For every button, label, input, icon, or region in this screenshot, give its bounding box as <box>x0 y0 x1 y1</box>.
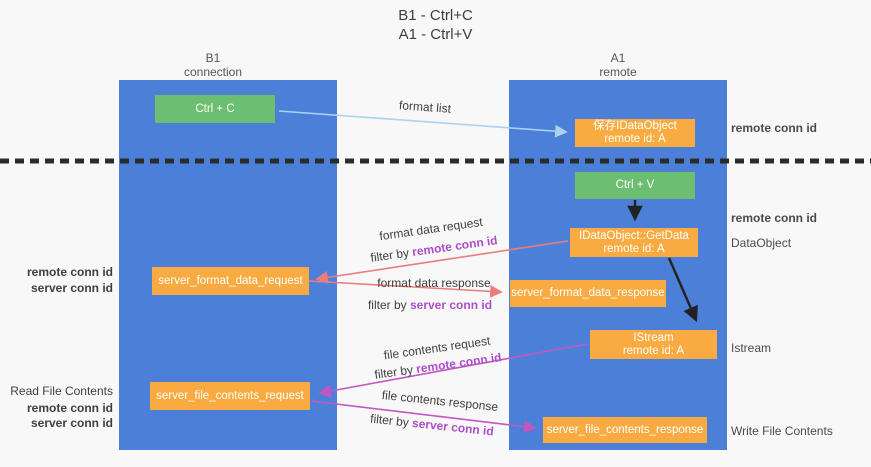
node-idataobject-getdata: IDataObject::GetData remote id: A <box>570 228 698 257</box>
right-column-header: A1 remote <box>528 51 708 79</box>
node-server-format-data-request-label: server_format_data_request <box>158 274 303 287</box>
edge-label-filter-format-response: filter by server conn id <box>368 298 492 312</box>
filter-by-text: filter by <box>369 411 413 430</box>
node-server-file-contents-request: server_file_contents_request <box>150 382 310 410</box>
node-ctrl-c: Ctrl + C <box>155 95 275 123</box>
edge-label-file-contents-response: file contents response <box>381 387 499 415</box>
annotation-dataobject: DataObject <box>731 236 792 250</box>
node-server-format-data-request: server_format_data_request <box>152 267 309 295</box>
node-ctrl-v: Ctrl + V <box>575 172 695 199</box>
node-server-file-contents-response: server_file_contents_response <box>543 417 707 443</box>
node-save-idataobject-line1: 保存IDataObject <box>593 120 677 132</box>
annotation-remote-conn-id-mid: remote conn id <box>731 211 818 225</box>
annotation-left-remote-conn-id-1: remote conn id <box>26 265 113 279</box>
server-conn-id-text: server conn id <box>411 415 495 439</box>
node-istream-line1: IStream <box>633 331 674 344</box>
annotation-write-file-contents: Write File Contents <box>731 424 833 438</box>
node-server-format-data-response-label: server_format_data_response <box>511 287 665 299</box>
left-column-subtitle: connection <box>183 65 243 79</box>
right-column-subtitle: remote <box>599 65 637 79</box>
node-ctrl-c-label: Ctrl + C <box>195 102 235 115</box>
edge-label-format-list: format list <box>398 98 452 116</box>
filter-by-text: filter by <box>373 362 418 382</box>
annotation-read-file-contents: Read File Contents <box>10 384 113 398</box>
annotation-left-server-conn-id-2: server conn id <box>30 416 113 430</box>
node-ctrl-v-label: Ctrl + V <box>615 179 655 191</box>
node-istream: IStream remote id: A <box>590 330 717 359</box>
node-save-idataobject-line2: remote id: A <box>604 133 666 145</box>
node-idataobject-getdata-line1: IDataObject::GetData <box>579 229 689 242</box>
left-column-name: B1 <box>205 51 221 65</box>
right-column-name: A1 <box>610 51 626 65</box>
diagram-title-line2: A1 - Ctrl+V <box>398 26 473 43</box>
node-save-idataobject: 保存IDataObject remote id: A <box>575 119 695 147</box>
filter-by-text: filter by <box>369 245 414 265</box>
node-istream-line2: remote id: A <box>622 344 685 357</box>
edge-label-format-data-response: format data response <box>377 276 491 290</box>
server-conn-id-text: server conn id <box>409 298 493 312</box>
annotation-left-server-conn-id-1: server conn id <box>30 281 113 295</box>
node-server-format-data-response: server_format_data_response <box>510 280 666 307</box>
diagram-title-line1: B1 - Ctrl+C <box>398 7 473 24</box>
edge-label-filter-file-response: filter by server conn id <box>370 412 495 439</box>
annotation-istream: Istream <box>731 341 772 355</box>
remote-conn-id-text: remote conn id <box>411 233 499 259</box>
node-idataobject-getdata-line2: remote id: A <box>603 242 665 255</box>
node-server-file-contents-response-label: server_file_contents_response <box>546 423 704 436</box>
left-column-header: B1 connection <box>123 51 303 79</box>
filter-by-text: filter by <box>367 298 410 312</box>
annotation-remote-conn-id-top: remote conn id <box>731 121 818 135</box>
node-server-file-contents-request-label: server_file_contents_request <box>156 389 304 402</box>
annotation-left-remote-conn-id-2: remote conn id <box>26 401 113 415</box>
